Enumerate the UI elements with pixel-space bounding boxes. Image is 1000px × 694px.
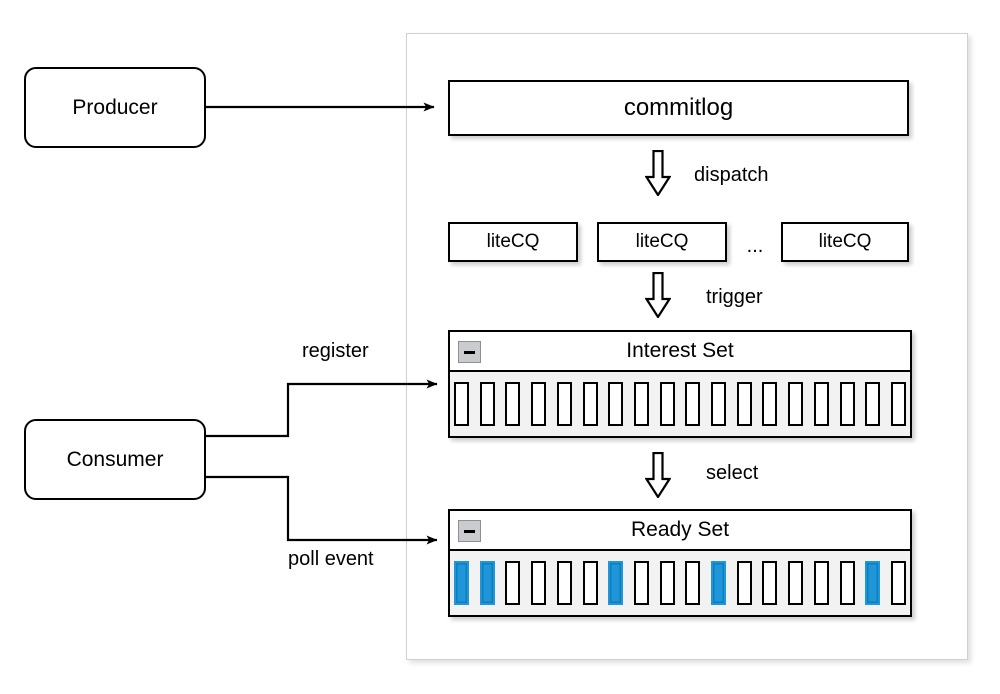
- cell-empty[interactable]: [556, 382, 572, 426]
- trigger-arrow-icon: [644, 271, 672, 320]
- cell-empty[interactable]: [788, 561, 804, 605]
- cell-empty[interactable]: [582, 382, 598, 426]
- cell-empty[interactable]: [890, 382, 906, 426]
- select-arrow-icon: [644, 451, 672, 500]
- cell-empty[interactable]: [479, 382, 495, 426]
- dispatch-label: dispatch: [694, 164, 769, 186]
- consumer-box[interactable]: Consumer: [24, 419, 206, 500]
- cell-filled[interactable]: [865, 561, 881, 605]
- cell-empty[interactable]: [762, 382, 778, 426]
- dispatch-arrow-icon: [644, 149, 672, 198]
- minus-icon-bar: [464, 350, 475, 354]
- cell-empty[interactable]: [454, 382, 469, 426]
- minus-icon[interactable]: [458, 520, 481, 542]
- cell-filled[interactable]: [608, 561, 624, 605]
- litecq-label-1: liteCQ: [486, 231, 540, 252]
- litecq-label-3: liteCQ: [818, 231, 872, 252]
- register-label: register: [302, 340, 369, 362]
- cell-empty[interactable]: [736, 561, 752, 605]
- cell-empty[interactable]: [685, 382, 701, 426]
- poll-event-label: poll event: [288, 548, 374, 570]
- trigger-label: trigger: [706, 286, 763, 308]
- cell-empty[interactable]: [839, 382, 855, 426]
- cell-empty[interactable]: [865, 382, 881, 426]
- ready-set-cell-strip: [450, 551, 910, 615]
- producer-box[interactable]: Producer: [24, 67, 206, 148]
- cell-filled[interactable]: [479, 561, 495, 605]
- litecq-ellipsis: ...: [746, 235, 764, 257]
- commitlog-label: commitlog: [623, 94, 734, 121]
- cell-empty[interactable]: [762, 561, 778, 605]
- cell-empty[interactable]: [711, 382, 727, 426]
- cell-empty[interactable]: [813, 382, 829, 426]
- cell-empty[interactable]: [839, 561, 855, 605]
- litecq-box-1[interactable]: liteCQ: [448, 222, 578, 262]
- cell-empty[interactable]: [582, 561, 598, 605]
- interest-set-panel: Interest Set: [448, 330, 912, 438]
- commitlog-box[interactable]: commitlog: [448, 80, 909, 136]
- ready-set-header: Ready Set: [450, 511, 910, 551]
- litecq-box-3[interactable]: liteCQ: [781, 222, 909, 262]
- litecq-label-2: liteCQ: [635, 231, 689, 252]
- cell-empty[interactable]: [505, 382, 521, 426]
- cell-empty[interactable]: [659, 561, 675, 605]
- cell-empty[interactable]: [505, 561, 521, 605]
- edge-consumer-poll-event: [206, 475, 438, 545]
- cell-empty[interactable]: [813, 561, 829, 605]
- cell-empty[interactable]: [890, 561, 906, 605]
- interest-set-title: Interest Set: [626, 339, 734, 362]
- cell-empty[interactable]: [633, 561, 649, 605]
- cell-empty[interactable]: [531, 382, 547, 426]
- cell-empty[interactable]: [531, 561, 547, 605]
- interest-set-cell-strip: [450, 372, 910, 436]
- interest-set-header: Interest Set: [450, 332, 910, 372]
- cell-empty[interactable]: [736, 382, 752, 426]
- cell-empty[interactable]: [685, 561, 701, 605]
- cell-empty[interactable]: [633, 382, 649, 426]
- ready-set-title: Ready Set: [630, 518, 730, 541]
- cell-empty[interactable]: [659, 382, 675, 426]
- minus-icon[interactable]: [458, 341, 481, 363]
- edge-consumer-register: [206, 379, 438, 438]
- cell-empty[interactable]: [556, 561, 572, 605]
- consumer-label: Consumer: [66, 447, 164, 471]
- select-label: select: [706, 462, 759, 484]
- cell-empty[interactable]: [788, 382, 804, 426]
- cell-filled[interactable]: [711, 561, 727, 605]
- litecq-box-2[interactable]: liteCQ: [597, 222, 727, 262]
- minus-icon-bar: [464, 529, 475, 533]
- producer-label: Producer: [72, 95, 158, 119]
- cell-filled[interactable]: [454, 561, 469, 605]
- ready-set-panel: Ready Set: [448, 509, 912, 617]
- cell-empty[interactable]: [608, 382, 624, 426]
